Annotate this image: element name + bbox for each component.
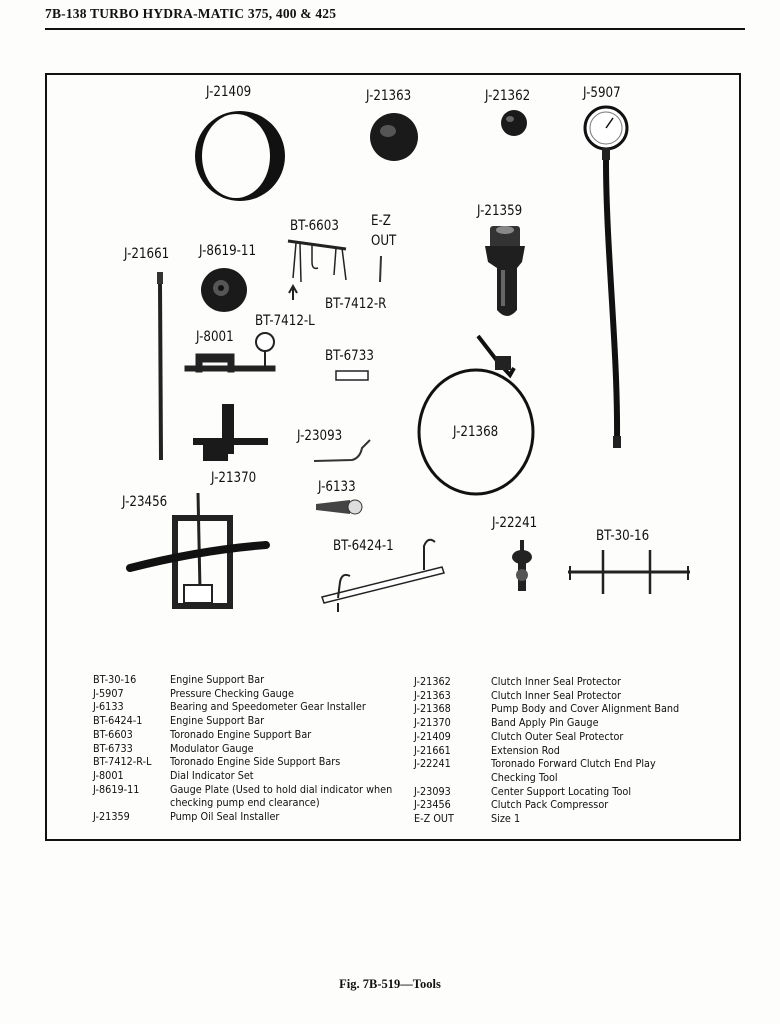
label-j21661: J-21661 — [124, 246, 170, 262]
legend-code: J-22241 — [414, 757, 451, 771]
legend-code: J-23093 — [414, 784, 451, 798]
legend-code: J-8001 — [93, 768, 124, 782]
legend-desc: Center Support Locating Tool — [491, 784, 632, 798]
figure-caption: Fig. 7B-519—Tools — [339, 977, 441, 991]
legend-code: J-21661 — [414, 743, 451, 757]
legend-desc: Bearing and Speedometer Gear Installer — [170, 700, 366, 714]
label-ez-out: OUT — [371, 233, 397, 249]
legend-code: E-Z OUT — [414, 812, 454, 825]
label-j23093: J-23093 — [297, 428, 343, 444]
j6133-installer-image — [316, 499, 363, 515]
label-bt7412r: BT-7412-R — [325, 296, 387, 312]
j21363-protector-image — [370, 113, 418, 161]
legend-desc: Engine Support Bar — [170, 714, 265, 728]
j21368-band-image — [417, 334, 535, 496]
j8619-plate-image — [201, 268, 247, 312]
label-bt6603: BT-6603 — [290, 218, 339, 234]
legend-desc: Checking Tool — [491, 770, 558, 784]
legend-desc: Dial Indicator Set — [170, 768, 254, 782]
label-j8619: J-8619-11 — [199, 243, 257, 259]
label-j21363: J-21363 — [366, 88, 412, 104]
label-bt7412l: BT-7412-L — [255, 313, 315, 329]
legend-desc: Clutch Pack Compressor — [491, 798, 609, 812]
label-j6133: J-6133 — [318, 479, 356, 495]
bt6424-support-bar-image — [321, 538, 445, 612]
figure-frame — [45, 73, 741, 841]
label-j8001: J-8001 — [196, 329, 234, 345]
legend-desc: Pump Body and Cover Alignment Band — [491, 702, 680, 716]
j23093-tool-image — [313, 439, 371, 462]
header-rule — [45, 28, 745, 30]
legend-desc: Gauge Plate (Used to hold dial indicator… — [170, 782, 393, 796]
label-bt6424: BT-6424-1 — [333, 538, 394, 554]
label-bt6733: BT-6733 — [325, 348, 374, 364]
label-j21368: J-21368 — [453, 424, 499, 440]
legend-code: J-21363 — [414, 688, 451, 702]
label-j21409: J-21409 — [206, 84, 252, 100]
j21370-pin-gauge-image — [193, 404, 268, 461]
j22241-tool-image — [512, 540, 532, 591]
legend-desc: Pressure Checking Gauge — [170, 686, 294, 700]
ez-out-image — [379, 255, 382, 283]
legend-code: BT-6603 — [93, 727, 133, 741]
legend-desc: Clutch Inner Seal Protector — [491, 688, 621, 702]
legend-code: BT-6424-1 — [93, 714, 143, 728]
legend-code: J-6133 — [93, 700, 124, 714]
legend-code: J-21368 — [414, 702, 451, 716]
legend-desc: Pump Oil Seal Installer — [170, 810, 280, 823]
legend-code: J-23456 — [414, 798, 451, 812]
label-j21362: J-21362 — [485, 88, 531, 104]
legend-code: J-21359 — [93, 810, 130, 823]
j21359-installer-image — [485, 226, 525, 316]
legend-code: J-21362 — [414, 675, 451, 688]
bt3016-support-bar-image — [568, 550, 690, 594]
label-j23456: J-23456 — [122, 494, 168, 510]
bt6733-gauge-image — [335, 370, 369, 381]
j23456-compressor-image — [126, 492, 270, 609]
bt6603-support-bar-image — [287, 239, 347, 300]
legend-code: BT-6733 — [93, 741, 133, 755]
legend-code: BT-30-16 — [93, 673, 137, 686]
legend-desc: Clutch Inner Seal Protector — [491, 675, 621, 688]
legend-code: BT-7412-R-L — [93, 755, 152, 769]
j8001-indicator-image — [184, 332, 276, 373]
j21661-rod-image — [157, 272, 163, 461]
label-ez: E-Z — [371, 213, 391, 229]
legend-desc: checking pump end clearance) — [170, 796, 320, 810]
legend-desc: Extension Rod — [491, 743, 560, 757]
legend-desc: Clutch Outer Seal Protector — [491, 729, 624, 743]
label-j21370: J-21370 — [211, 470, 257, 486]
legend-desc: Toronado Forward Clutch End Play — [491, 757, 656, 771]
legend-code: J-8619-11 — [93, 782, 140, 796]
legend-desc: Size 1 — [491, 812, 521, 825]
label-j22241: J-22241 — [492, 515, 538, 531]
label-j21359: J-21359 — [477, 203, 523, 219]
legend-desc: Toronado Engine Support Bar — [170, 727, 312, 741]
legend-desc: Toronado Engine Side Support Bars — [170, 755, 341, 769]
legend-desc: Band Apply Pin Gauge — [491, 716, 599, 730]
legend-desc: Engine Support Bar — [170, 673, 265, 686]
label-bt3016: BT-30-16 — [596, 528, 650, 544]
legend-code: J-5907 — [93, 686, 124, 700]
legend-code: J-21370 — [414, 716, 451, 730]
label-j5907: J-5907 — [583, 85, 621, 101]
page-header: 7B-138 TURBO HYDRA-MATIC 375, 400 & 425 — [45, 6, 337, 21]
j5907-gauge-image — [583, 105, 629, 448]
legend-desc: Modulator Gauge — [170, 741, 254, 755]
legend-code: J-21409 — [414, 729, 451, 743]
j21409-ring-image — [195, 111, 285, 201]
j21362-protector-image — [501, 110, 527, 136]
